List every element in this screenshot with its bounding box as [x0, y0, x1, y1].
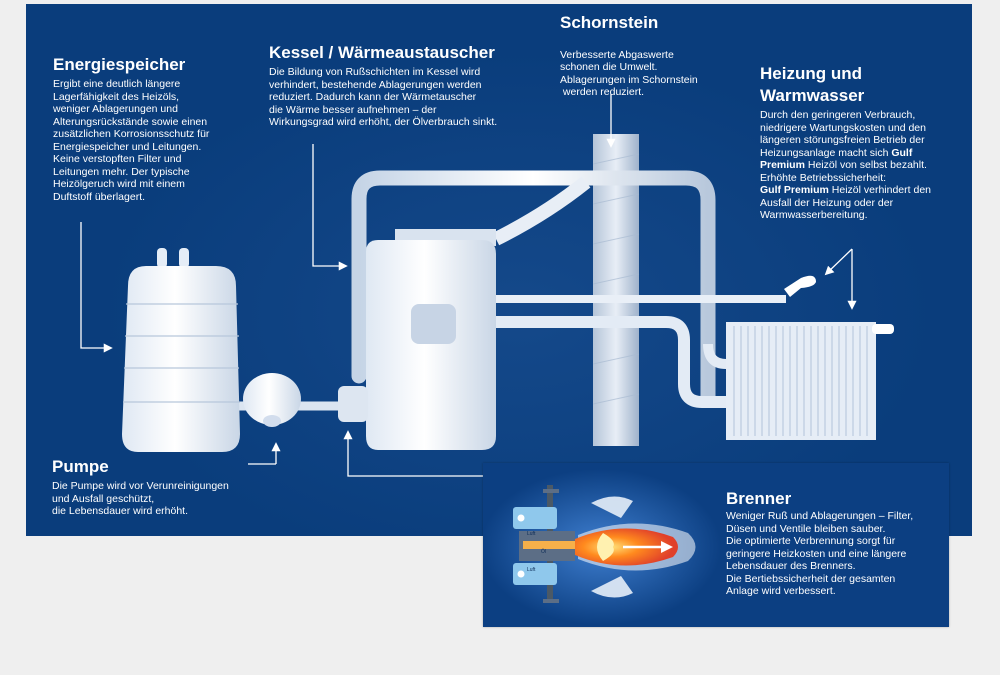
- brenner-panel: Luft Öl Luft Brenner Weniger Ruß und Abl…: [483, 463, 949, 627]
- pumpe-text: Die Pumpe wird vor Verunreinigungen und …: [52, 480, 229, 517]
- chimney-graphic: [592, 134, 640, 446]
- pipes-graphic: [236, 170, 786, 411]
- energiespeicher-block: Energiespeicher Ergibt eine deutlich län…: [53, 54, 283, 203]
- schornstein-title: Schornstein: [560, 13, 659, 32]
- brenner-block: Brenner Weniger Ruß und Ablagerungen – F…: [726, 488, 946, 598]
- kessel-title: Kessel / Wärmeaustauscher: [269, 43, 495, 62]
- oil-tank-graphic: [122, 248, 240, 452]
- arrow-brenner: [343, 430, 483, 477]
- brenner-text: Weniger Ruß und Ablagerungen – Filter, D…: [726, 510, 914, 597]
- faucet-graphic: [784, 275, 816, 297]
- luft-label-top: Luft: [527, 531, 536, 537]
- brenner-title: Brenner: [726, 489, 792, 508]
- radiator-graphic: [726, 322, 894, 440]
- kessel-text: Die Bildung von Rußschichten im Kessel w…: [269, 66, 498, 128]
- pointer-arrows: [80, 94, 857, 477]
- pump-graphic: [243, 373, 301, 427]
- schornstein-block: Schornstein Verbesserte Abgaswerte schon…: [560, 12, 760, 99]
- arrow-energiespeicher: [80, 222, 113, 353]
- pumpe-title: Pumpe: [52, 457, 109, 476]
- energiespeicher-title: Energiespeicher: [53, 55, 186, 74]
- kessel-block: Kessel / Wärmeaustauscher Die Bildung vo…: [269, 42, 569, 129]
- heating-system-illustration: [80, 94, 894, 477]
- burner-illustration: [483, 469, 721, 625]
- arrow-warmwasser: [824, 248, 853, 276]
- pumpe-block: Pumpe Die Pumpe wird vor Verunreinigunge…: [52, 456, 292, 518]
- heizung-text: Durch den geringeren Verbrauch, niedrige…: [760, 109, 931, 221]
- diagram-panel: Energiespeicher Ergibt eine deutlich län…: [26, 4, 972, 536]
- luft-label-bottom: Luft: [527, 567, 536, 573]
- arrow-kessel: [312, 144, 348, 271]
- boiler-graphic: [338, 229, 496, 450]
- schornstein-text: Verbesserte Abgaswerte schonen die Umwel…: [560, 48, 698, 99]
- oel-label: Öl: [541, 549, 546, 555]
- energiespeicher-text: Ergibt eine deutlich längere Lagerfähigk…: [53, 78, 210, 203]
